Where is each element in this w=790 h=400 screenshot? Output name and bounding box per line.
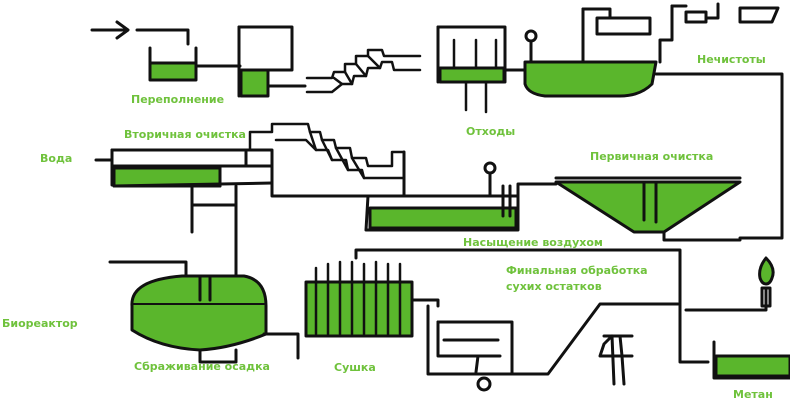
bioreactor-label: Биореактор <box>2 317 78 330</box>
dryer-unit <box>304 248 710 364</box>
impurities-label: Нечистоты <box>697 53 766 66</box>
methane-tank <box>684 286 790 380</box>
screw-conveyor-upper <box>305 48 422 94</box>
arrow-right-icon <box>90 20 190 46</box>
secondary-treatment-label: Вторичная очистка <box>124 128 246 141</box>
impurities-tank <box>523 2 784 240</box>
aeration-label: Насыщение воздухом <box>463 236 603 249</box>
final-treatment-label: Финальная обработка сухих остатков <box>506 264 648 293</box>
overflow-label: Переполнение <box>131 93 225 106</box>
secondary-treatment-tank <box>94 148 274 292</box>
waste-tank <box>436 25 527 114</box>
waste-label: Отходы <box>466 125 516 138</box>
overflow-tank <box>148 46 242 82</box>
final-treatment-unit <box>426 302 680 392</box>
drying-label: Сушка <box>334 361 376 374</box>
primary-treatment-label: Первичная очистка <box>590 150 714 163</box>
settling-tank-small <box>237 25 307 98</box>
sludge-digester <box>108 260 300 364</box>
sludge-digestion-label: Сбраживание осадка <box>134 360 270 373</box>
aeration-tank <box>270 161 558 232</box>
methane-label: Метан <box>733 388 773 400</box>
primary-treatment-tank <box>554 176 742 242</box>
water-label: Вода <box>40 152 73 165</box>
screw-conveyor-lower <box>248 122 406 198</box>
flame-icon <box>758 256 775 308</box>
